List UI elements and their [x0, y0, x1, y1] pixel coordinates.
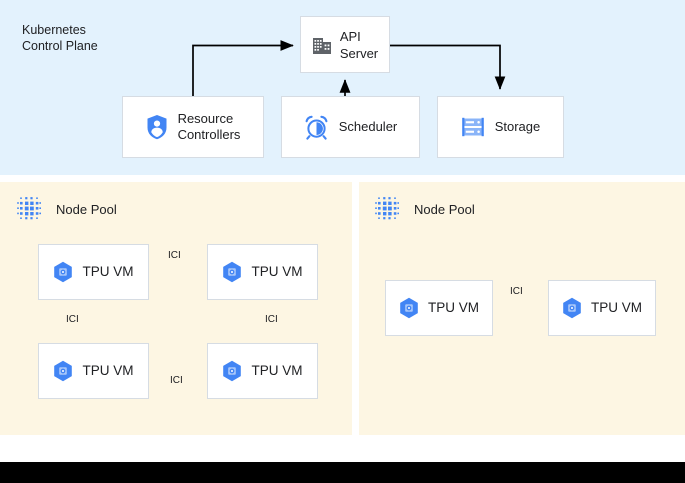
alarm-clock-icon	[305, 115, 328, 140]
building-icon	[312, 38, 331, 54]
shield-person-icon	[147, 115, 167, 140]
ici-label-2: ICI	[66, 314, 79, 325]
node-tpu-vm-4[interactable]: TPU VM	[207, 343, 318, 399]
tpu-hexagon-icon	[223, 360, 242, 382]
ici-label-1: ICI	[168, 250, 181, 261]
tpu-hexagon-icon	[54, 261, 73, 283]
node-pool-right-header: Node Pool	[374, 196, 475, 222]
node-storage[interactable]: Storage	[437, 96, 564, 158]
node-tpu-vm-2-label: TPU VM	[251, 264, 303, 279]
node-tpu-vm-3-label: TPU VM	[82, 363, 134, 378]
tpu-hexagon-icon	[223, 261, 242, 283]
node-tpu-vm-2[interactable]: TPU VM	[207, 244, 318, 300]
tpu-hexagon-icon	[54, 360, 73, 382]
node-pool-right-title: Node Pool	[414, 201, 475, 217]
database-rack-icon	[461, 117, 484, 137]
node-scheduler[interactable]: Scheduler	[281, 96, 420, 158]
dot-grid-icon	[17, 197, 41, 220]
ici-label-4: ICI	[170, 375, 183, 386]
node-storage-label: Storage	[494, 119, 541, 134]
node-tpu-vm-1[interactable]: TPU VM	[38, 244, 149, 300]
bottom-bar	[0, 462, 685, 483]
node-api-server[interactable]: API Server	[300, 16, 390, 73]
node-tpu-vm-3[interactable]: TPU VM	[38, 343, 149, 399]
node-resource-controllers[interactable]: Resource Controllers	[122, 96, 264, 158]
node-tpu-vm-6[interactable]: TPU VM	[548, 280, 656, 336]
ici-label-5: ICI	[510, 286, 523, 297]
tpu-hexagon-icon	[400, 297, 418, 319]
node-tpu-vm-5[interactable]: TPU VM	[385, 280, 493, 336]
node-tpu-vm-6-label: TPU VM	[590, 300, 642, 315]
node-scheduler-label: Scheduler	[338, 119, 398, 134]
node-tpu-vm-5-label: TPU VM	[427, 300, 479, 315]
node-pool-left-title: Node Pool	[56, 201, 117, 217]
tpu-hexagon-icon	[563, 297, 581, 319]
node-api-server-label: API Server	[339, 28, 379, 61]
control-plane-title: Kubernetes Control Plane	[22, 23, 98, 53]
node-resource-controllers-label: Resource Controllers	[177, 111, 241, 142]
ici-label-3: ICI	[265, 314, 278, 325]
node-tpu-vm-1-label: TPU VM	[82, 264, 134, 279]
node-tpu-vm-4-label: TPU VM	[251, 363, 303, 378]
dot-grid-icon	[375, 197, 399, 220]
node-pool-left-header: Node Pool	[16, 196, 117, 222]
